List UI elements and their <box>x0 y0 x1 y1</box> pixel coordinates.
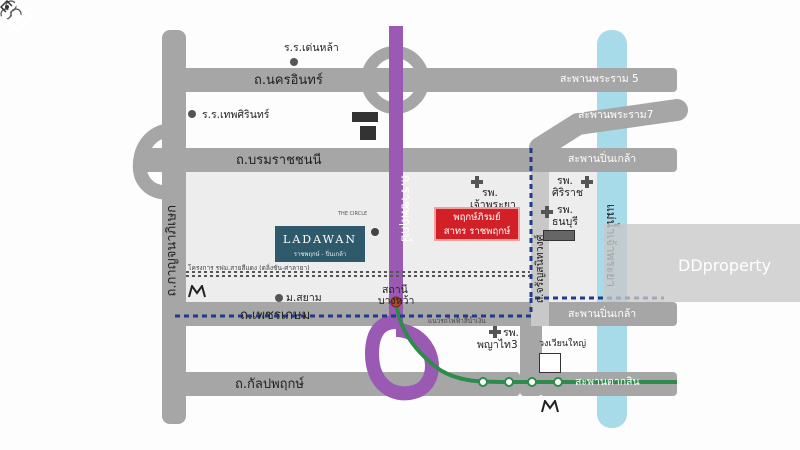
hospital-chaophraya-icon <box>471 176 483 188</box>
project-marker: พฤกษ์ภิรมย์ สาทร ราชพฤกษ์ <box>434 207 520 241</box>
school-thepsirin-dot <box>188 110 196 118</box>
kanchanaphisek-label: ถ.กาญจนาภิเษก <box>164 204 180 297</box>
borommaratchachonnani-label: ถ.บรมราชชนนี <box>236 153 322 168</box>
the-circle-label: THE CIRCLE <box>338 211 368 217</box>
rama5-bridge-label: สะพานพระราม 5 <box>560 73 639 85</box>
hospital-thonburi-icon <box>541 206 553 218</box>
hosp-chaophraya-line1: รพ. <box>482 187 498 199</box>
m-siam-dot <box>275 294 283 302</box>
watermark-band <box>604 224 800 302</box>
project-line2: สาทร ราชพฤกษ์ <box>443 226 511 237</box>
ddproperty-brand: DDproperty <box>678 256 772 275</box>
ratchaphruek-label: ถ.ราชพฤกษ์ <box>397 174 413 243</box>
kanlapaphruek-road <box>180 372 520 396</box>
hospital-phyathai3-icon <box>489 326 501 338</box>
school-tenla-dot <box>290 58 298 66</box>
ladawan-project-marker: LADAWAN ราชพฤกษ์ - ปิ่นเกล้า <box>275 226 365 262</box>
phet-kasem-label: ถ.เพชรเกษม <box>240 308 311 323</box>
hospital-siriraj-icon <box>581 176 593 188</box>
bang-wa-line1: สถานี <box>382 284 408 296</box>
road-sign-icon <box>543 230 575 241</box>
ratchaphruek-road <box>389 26 403 324</box>
m-siam-label: ม.สยาม <box>286 292 322 304</box>
ladawan-subtitle: ราชพฤกษ์ - ปิ่นเกล้า <box>293 251 347 258</box>
pinklao-bridge-label: สะพานปิ่นเกล้า <box>568 153 637 165</box>
taksin-bridge-label: สะพานตากสิน <box>575 376 640 388</box>
pinklao-bridge-lower-label: สะพานปิ่นเกล้า <box>568 308 637 320</box>
wongwian-yai-sign-icon <box>539 353 561 373</box>
blue-line <box>175 148 664 318</box>
wongwian-yai-connector <box>520 314 542 396</box>
brand-badge-icon <box>352 112 378 122</box>
nakhon-in-label: ถ.นครอินทร์ <box>254 73 323 88</box>
blue-line-label: แนวรถไฟฟ้าสีน้ำเงิน <box>428 317 486 325</box>
kanchanaphisek-interchange <box>132 123 183 200</box>
green-line-bts <box>394 301 677 384</box>
ddproperty-logo-icon <box>0 0 34 34</box>
railway-project-label: โครงการ รฟม.สายสีแดง (ตลิ่งชัน-ศาลายา) <box>188 264 310 272</box>
rama7-bridge-label: สะพานพระราม7 <box>578 109 654 121</box>
hosp-thonburi-line1: รพ. <box>557 204 573 216</box>
hosp-siriraj-line2: ศิริราช <box>552 187 583 199</box>
hosp-siriraj-line1: รพ. <box>557 175 573 187</box>
charan-sanit-wong-label: ถ.จรัญสนิทวงศ์ <box>533 234 546 304</box>
wongwian-yai-label: วงเวียนใหญ่ <box>539 339 586 349</box>
school-tenla-label: ร.ร.เด่นหล้า <box>284 42 339 54</box>
phet-kasem-road <box>180 302 677 326</box>
makro-logo-icon <box>188 285 206 298</box>
project-line1: พฤกษ์ภิรมย์ <box>453 212 501 223</box>
bang-wa-station-marker <box>390 296 402 308</box>
hosp-phyathai3-line1: รพ. <box>503 327 519 339</box>
bang-wa-line2: บางหว้า <box>378 295 415 307</box>
hosp-phyathai3-line2: พญาไท3 <box>477 339 518 351</box>
brand-badge-2-icon <box>360 126 376 140</box>
ladawan-name: LADAWAN <box>283 233 357 246</box>
hosp-thonburi-line2: ธนบุรี <box>552 216 578 228</box>
hosp-chaophraya-line2: เจ้าพระยา <box>470 199 516 211</box>
makro-logo-2-icon <box>541 400 559 413</box>
roads <box>135 30 677 424</box>
rama7-bridge-road <box>529 99 688 159</box>
kanlapaphruek-label: ถ.กัลปพฤกษ์ <box>235 377 304 392</box>
school-thepsirin-label: ร.ร.เทพศิรินทร์ <box>202 109 270 121</box>
green-line-stations <box>478 377 563 387</box>
kanlapaphruek-interchange <box>364 315 439 401</box>
ladawan-pin <box>371 228 379 236</box>
